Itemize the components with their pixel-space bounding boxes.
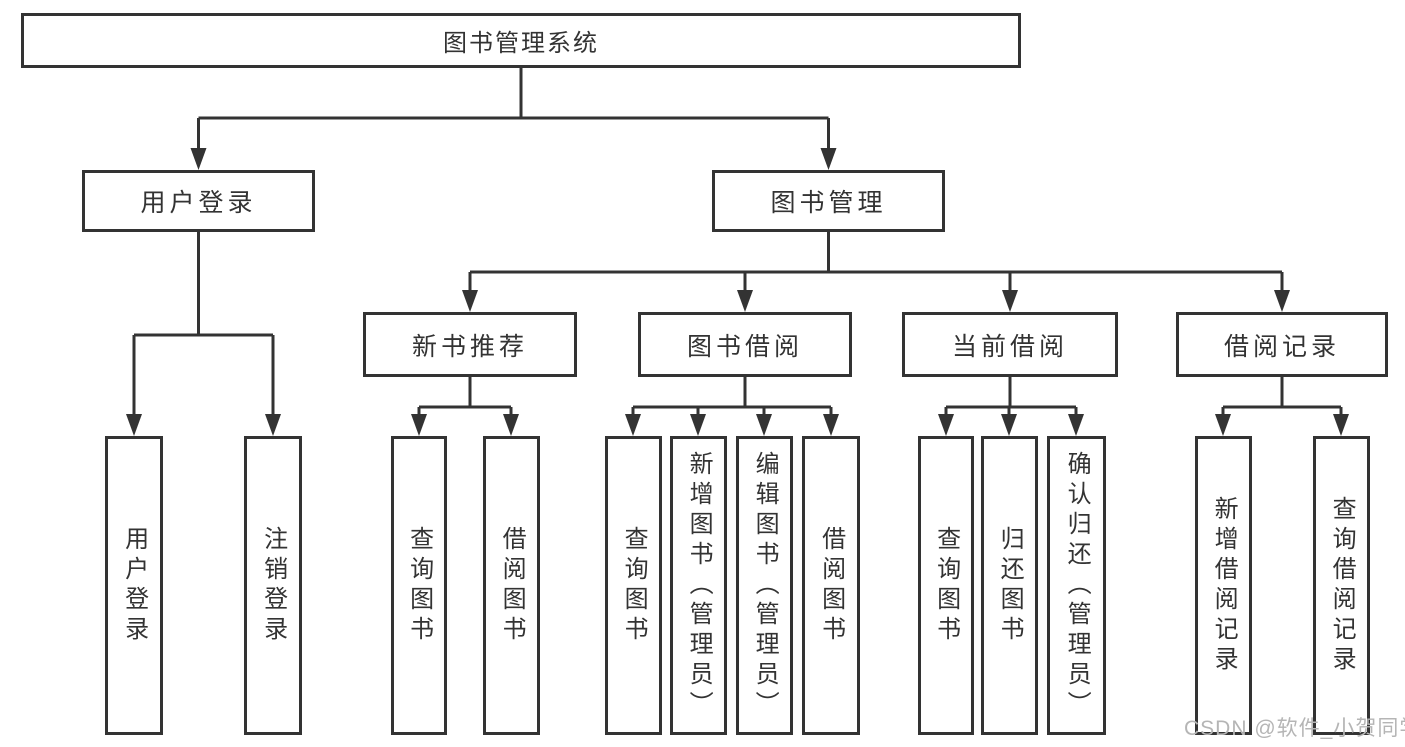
arrowhead [1068,414,1084,436]
leaf-return-book: 归还图书 [981,436,1038,735]
arrowhead [190,148,207,170]
leaf-confirm-return-admin: 确认归还（管理员） [1047,436,1106,735]
node-book-borrowing: 图书借阅 [638,312,852,377]
leaf-label: 确认归还（管理员） [1063,450,1091,721]
node-label: 图书管理 [770,189,887,217]
node-label: 图书管理系统 [443,30,599,57]
arrowhead [1001,414,1017,436]
arrowhead [823,414,839,436]
leaf-label: 查询图书 [620,525,648,646]
arrowhead [1333,414,1349,436]
leaf-query-borrow-record: 查询借阅记录 [1313,436,1370,735]
node-label: 用户登录 [140,189,257,217]
arrowheads [126,148,1349,436]
leaf-query-books-2: 查询图书 [605,436,662,735]
leaf-logout: 注销登录 [244,436,302,735]
leaf-borrow-books-1: 借阅图书 [483,436,540,735]
node-book-management: 图书管理 [712,170,945,232]
leaf-add-borrow-record: 新增借阅记录 [1195,436,1252,735]
arrowhead [938,414,954,436]
arrowhead [820,148,837,170]
arrowhead [756,414,772,436]
leaf-label: 归还图书 [996,525,1024,646]
arrowhead [1002,290,1018,312]
leaf-label: 查询图书 [932,525,960,646]
connector-path [132,67,1343,418]
leaf-label: 查询借阅记录 [1328,495,1356,676]
leaf-label: 借阅图书 [498,525,526,646]
arrowhead [690,414,706,436]
arrowhead [462,290,478,312]
leaf-query-books-1: 查询图书 [391,436,447,735]
leaf-label: 新增借阅记录 [1210,495,1238,676]
leaf-label: 注销登录 [259,525,287,646]
node-borrowing-records: 借阅记录 [1176,312,1388,377]
leaf-label: 查询图书 [405,525,433,646]
leaf-label: 编辑图书（管理员） [751,450,779,721]
leaf-label: 用户登录 [120,525,148,646]
leaf-edit-book-admin: 编辑图书（管理员） [736,436,793,735]
node-label: 图书借阅 [686,332,803,361]
arrowhead [1274,290,1290,312]
node-library-management-system: 图书管理系统 [21,13,1021,68]
arrowhead [1215,414,1231,436]
node-label: 借阅记录 [1223,332,1340,361]
leaf-label: 新增图书（管理员） [685,450,713,721]
arrowhead [411,414,427,436]
arrowhead [503,414,519,436]
leaf-add-book-admin: 新增图书（管理员） [670,436,727,735]
arrowhead [737,290,753,312]
csdn-watermark: CSDN @软件_小贺同学 [1184,717,1405,740]
leaf-query-books-3: 查询图书 [918,436,974,735]
node-current-borrowing: 当前借阅 [902,312,1118,377]
node-user-login: 用户登录 [82,170,315,232]
arrowhead [625,414,641,436]
node-label: 新书推荐 [411,332,528,361]
leaf-borrow-books-2: 借阅图书 [802,436,860,735]
node-label: 当前借阅 [951,332,1068,361]
node-new-book-recommendation: 新书推荐 [363,312,577,377]
leaf-user-login: 用户登录 [105,436,163,735]
leaf-label: 借阅图书 [817,525,845,646]
arrowhead [126,414,142,436]
arrowhead [265,414,281,436]
